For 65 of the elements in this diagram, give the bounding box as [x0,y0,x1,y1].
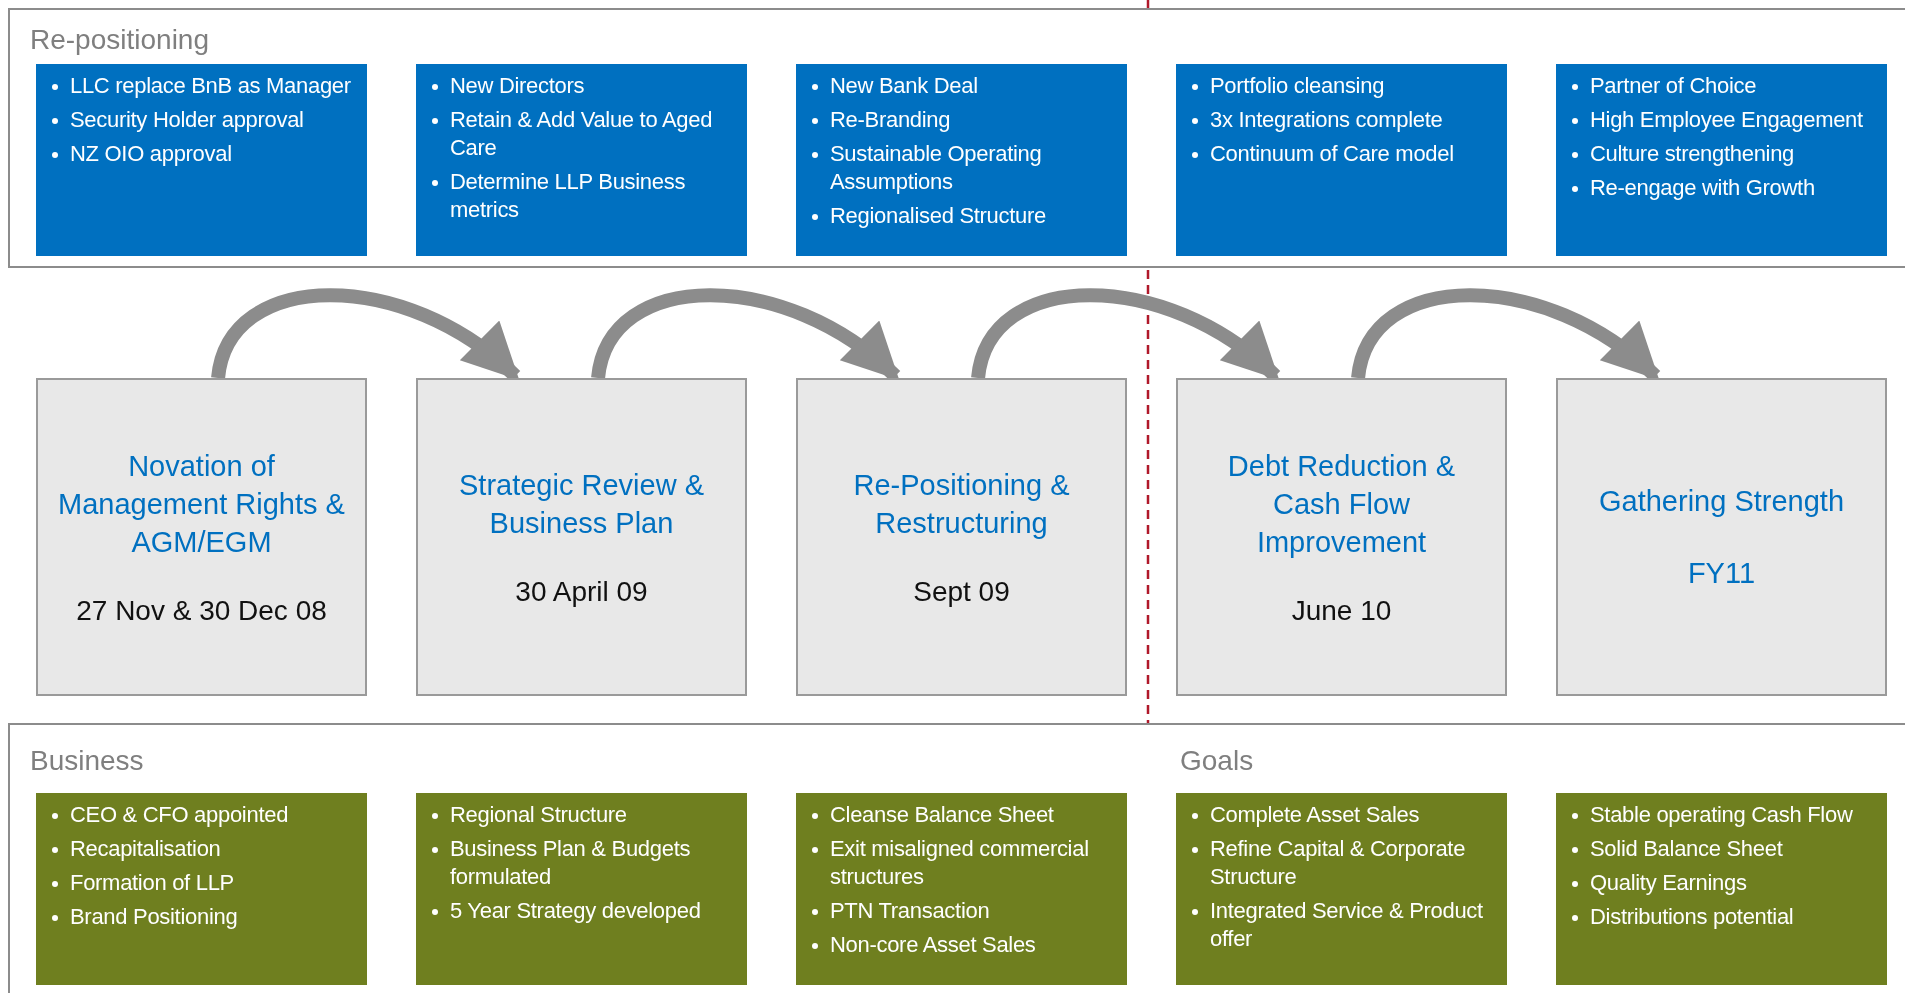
section-panel [8,8,1905,268]
bullet-item: Exit misaligned commercial structures [830,836,1089,889]
bullet-item: Re-engage with Growth [1590,175,1815,200]
section-heading: Goals [1180,745,1254,777]
bullet-item: Stable operating Cash Flow [1590,802,1853,827]
task-card [416,793,747,985]
task-card [1176,793,1507,985]
milestone-box [416,378,747,696]
milestone-date: FY11 [1687,556,1756,591]
bullet-item: Distributions potential [1590,904,1794,929]
bullet-item: Recapitalisation [70,836,221,861]
section-panel [8,723,1905,993]
bullet-item: Regional Structure [450,802,627,827]
bullet-item: Brand Positioning [70,904,238,929]
bullet-item: Re-Branding [830,107,951,132]
bullet-item: New Bank Deal [830,73,978,98]
bullet-item: Regionalised Structure [830,203,1046,228]
bullet-item: Solid Balance Sheet [1590,836,1783,861]
milestone-title: Strategic Review & Business Plan [458,468,705,541]
bullet-item: LLC replace BnB as Manager [70,73,351,98]
milestone-date: Sept 09 [913,576,1010,608]
bullet-item: Partner of Choice [1590,73,1757,98]
bullet-item: Refine Capital & Corporate Structure [1210,836,1466,889]
task-card [416,64,747,256]
bullet-item: Security Holder approval [70,107,304,132]
milestone-box [796,378,1127,696]
bullet-item: NZ OIO approval [70,141,232,166]
bullet-item: Continuum of Care model [1210,141,1454,166]
milestone-box [1556,378,1887,696]
bullet-item: Integrated Service & Product offer [1210,898,1483,951]
bullet-item: Complete Asset Sales [1210,802,1420,827]
task-card [1556,793,1887,985]
bullet-item: Cleanse Balance Sheet [830,802,1054,827]
bullet-item: Business Plan & Budgets formulated [450,836,691,889]
bullet-item: Sustainable Operating Assumptions [830,141,1042,194]
milestone-title: Novation of Management Rights & AGM/EGM [57,449,346,560]
bullet-item: High Employee Engagement [1590,107,1863,132]
bullet-item: Culture strengthening [1590,141,1795,166]
milestone-box [1176,378,1507,696]
bullet-item: CEO & CFO appointed [70,802,289,827]
milestone-box [36,378,367,696]
bullet-item: Portfolio cleansing [1210,73,1385,98]
milestone-date: June 10 [1291,595,1392,627]
bullet-item: Determine LLP Business metrics [450,169,686,222]
task-card [1556,64,1887,256]
section-heading: Business [30,745,144,777]
milestone-date: 30 April 09 [515,576,648,608]
task-card [36,793,367,985]
task-card [1176,64,1507,256]
bullet-item: New Directors [450,73,585,98]
milestone-title: Re-Positioning & Restructuring [852,468,1071,541]
task-card [796,793,1127,985]
milestone-title: Debt Reduction & Cash Flow Improvement [1226,449,1457,560]
bullet-item: Non-core Asset Sales [830,932,1036,957]
bullet-item: Quality Earnings [1590,870,1747,895]
task-card [796,64,1127,256]
milestone-date: 27 Nov & 30 Dec 08 [76,595,327,627]
section-heading: Re-positioning [30,24,209,56]
bullet-item: 3x Integrations complete [1210,107,1443,132]
bullet-item: Retain & Add Value to Aged Care [450,107,713,160]
bullet-item: 5 Year Strategy developed [450,898,701,923]
bullet-item: PTN Transaction [830,898,990,923]
milestone-title: Gathering Strength [1598,484,1844,519]
bullet-item: Formation of LLP [70,870,234,895]
task-card [36,64,367,256]
